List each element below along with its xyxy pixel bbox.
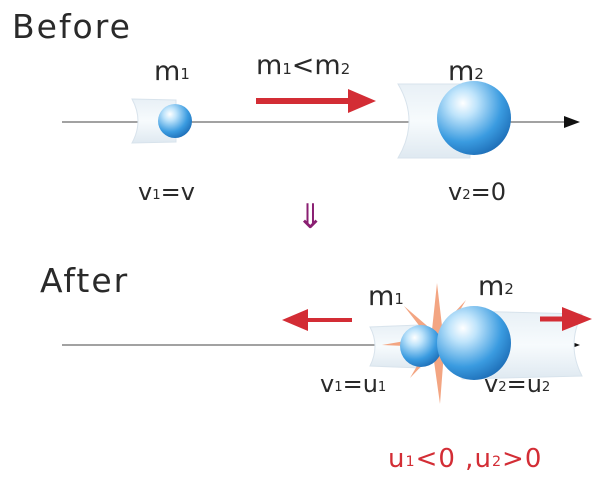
after-v2-label: v2=u2: [484, 370, 551, 398]
implies-arrow: ⇓: [296, 197, 325, 237]
before-v1-label: v1=v: [138, 178, 195, 206]
after-m2-label: m2: [478, 271, 514, 302]
before-v2-label: v2=0: [448, 178, 506, 206]
before-m1-ball: [158, 104, 192, 138]
result-condition: u1<0 ,u2>0: [388, 444, 543, 474]
before-heading: Before: [12, 7, 132, 46]
after-m1-ball: [400, 325, 442, 367]
before-m2-ball: [437, 81, 511, 155]
after-v1-label: v1=u1: [320, 370, 387, 398]
before-m2-label: m2: [448, 56, 484, 87]
before-axis-arrowhead: [564, 116, 580, 128]
after-m1-velocity-arrowhead: [282, 309, 308, 331]
after-heading: After: [40, 261, 130, 300]
after-m2-ball: [437, 306, 511, 380]
before-m1-label: m1: [154, 56, 190, 87]
before-mass-comparison: m1<m2: [256, 50, 351, 81]
before-velocity-arrowhead: [348, 89, 376, 113]
after-m2-velocity-arrowhead: [562, 307, 592, 331]
after-m1-label: m1: [368, 281, 404, 312]
